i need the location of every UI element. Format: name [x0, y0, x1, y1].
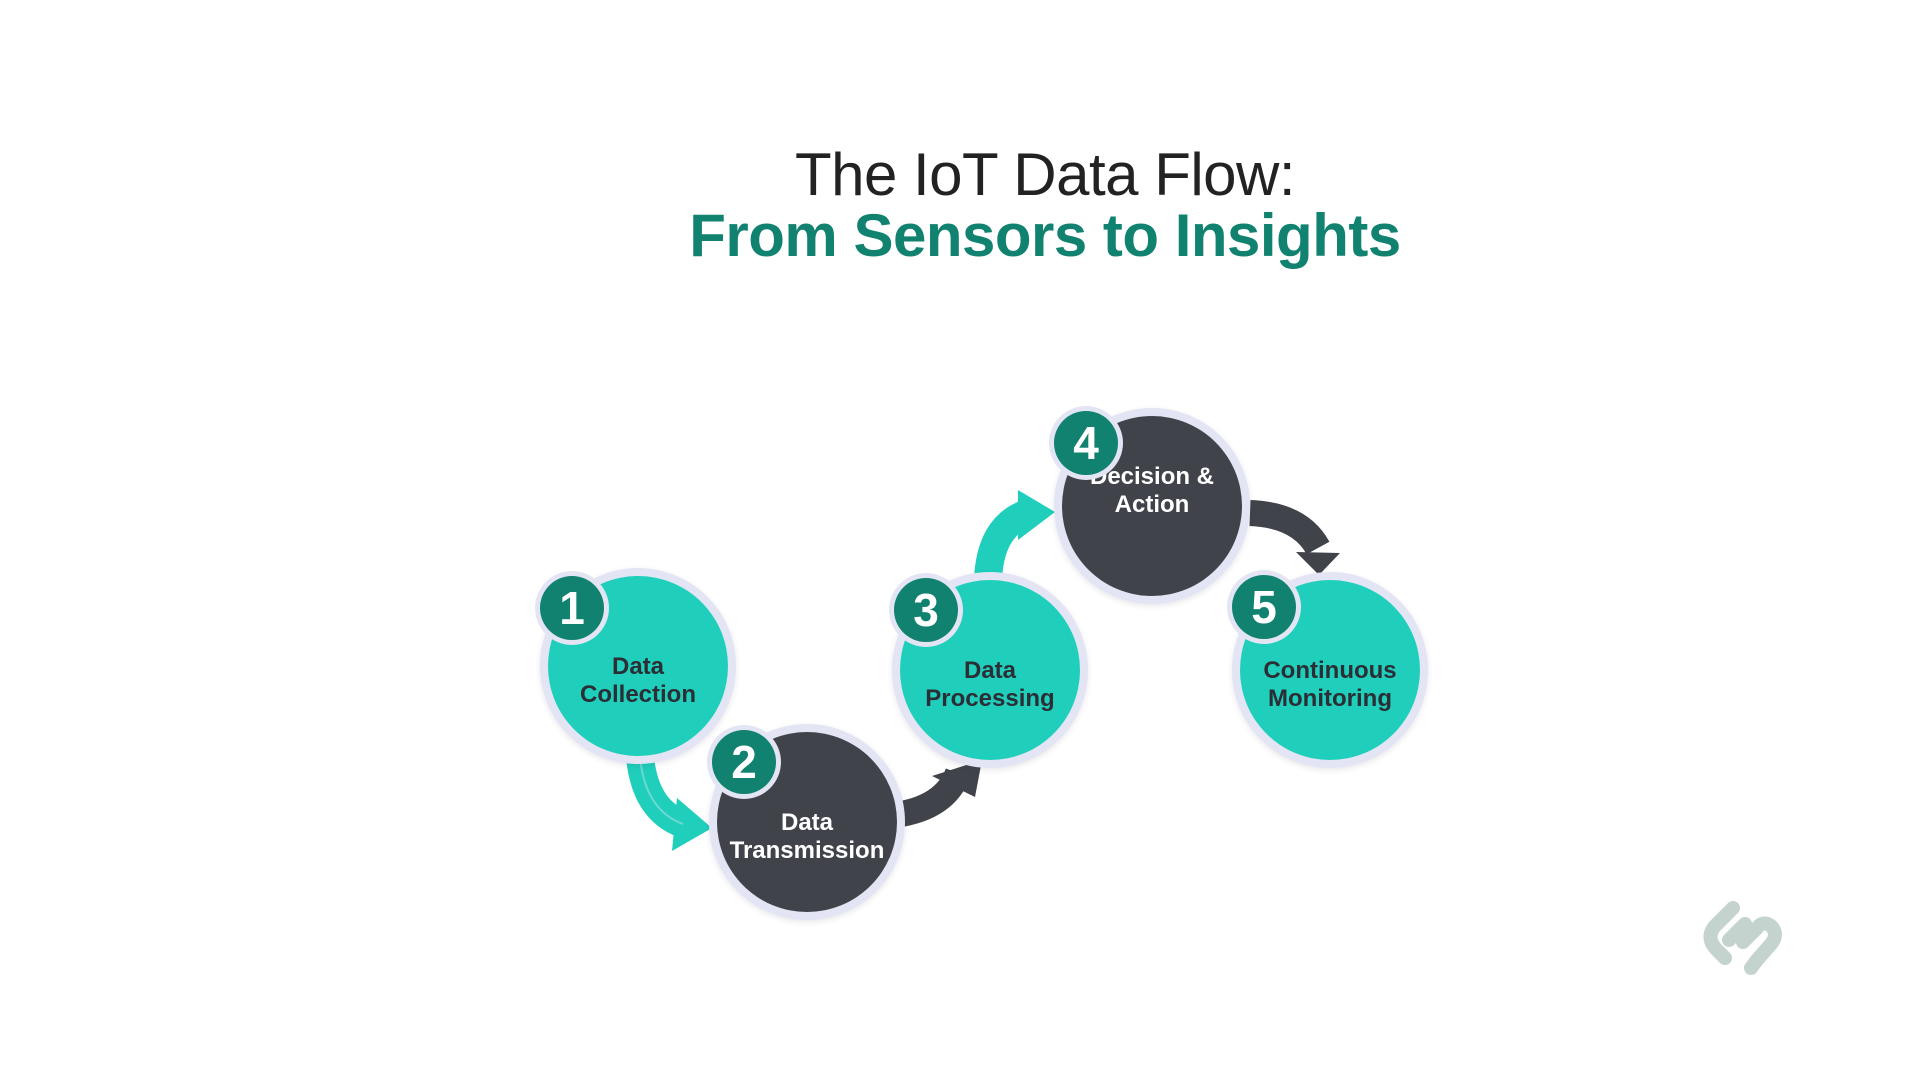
step-label: Data Transmission	[729, 809, 885, 864]
step-number-badge: 1	[535, 571, 609, 645]
arrow-4-to-5-icon	[1249, 500, 1340, 575]
step-circle: Data Processing	[900, 580, 1080, 760]
step-number: 2	[712, 730, 776, 794]
page-subtitle: From Sensors to Insights	[689, 202, 1401, 269]
arrow-2-to-3-icon	[892, 760, 982, 828]
step-label: Data Processing	[925, 657, 1055, 712]
step-number: 5	[1232, 575, 1296, 639]
step-number: 1	[540, 576, 604, 640]
step-number-badge: 2	[707, 725, 781, 799]
page-title: The IoT Data Flow:	[794, 141, 1296, 208]
step-number-badge: 3	[889, 573, 963, 647]
step-label: Data Collection	[579, 653, 696, 708]
step-label: Decision & Action	[1089, 463, 1215, 518]
step-number: 4	[1054, 411, 1118, 475]
step-label: Continuous Monitoring	[1263, 657, 1397, 712]
step-number-badge: 4	[1049, 406, 1123, 480]
step-decision-action: Decision & Action	[1054, 408, 1250, 604]
arrow-3-to-4-icon	[974, 490, 1055, 581]
chain-link-logo-icon	[1703, 901, 1782, 975]
step-number-badge: 5	[1227, 570, 1301, 644]
step-number: 3	[894, 578, 958, 642]
arrow-1-to-2-icon	[626, 755, 712, 851]
